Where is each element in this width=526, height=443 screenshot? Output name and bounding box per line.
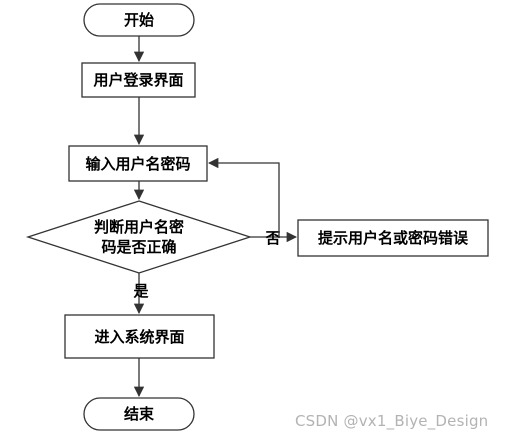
input-credentials-node: 输入用户名密码 [68, 145, 208, 182]
start-node-label: 开始 [124, 11, 154, 29]
error-prompt-node: 提示用户名或密码错误 [297, 219, 489, 257]
decision-label-line2: 码是否正确 [101, 238, 176, 256]
yes-branch-label: 是 [132, 282, 149, 300]
end-node: 结束 [83, 397, 195, 431]
error-prompt-label: 提示用户名或密码错误 [318, 229, 469, 247]
watermark-text: CSDN @vx1_Biye_Design [295, 412, 489, 430]
decision-label-line1: 判断用户名密 [94, 218, 184, 236]
input-credentials-label: 输入用户名密码 [85, 155, 190, 173]
enter-system-node: 进入系统界面 [64, 314, 215, 359]
decision-node: 判断用户名密 码是否正确 [25, 200, 253, 274]
no-branch-label: 否 [264, 229, 280, 247]
end-node-label: 结束 [124, 405, 155, 423]
start-node: 开始 [83, 3, 195, 37]
edge-retry-to-input [207, 157, 280, 237]
enter-system-label: 进入系统界面 [94, 328, 184, 346]
login-page-label: 用户登录界面 [93, 71, 183, 89]
login-page-node: 用户登录界面 [81, 62, 196, 98]
